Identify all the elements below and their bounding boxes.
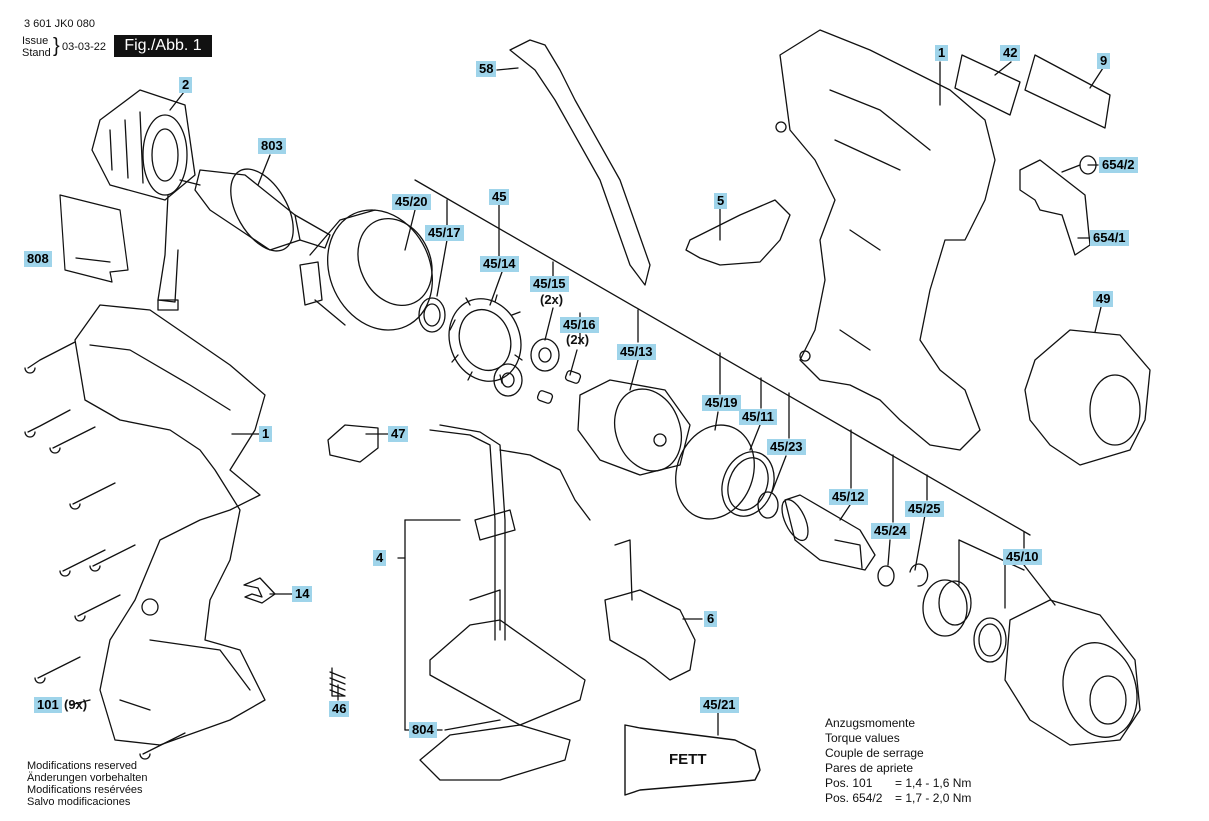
- collar-part-49: [1024, 329, 1151, 466]
- callout-49[interactable]: 49: [1093, 291, 1114, 307]
- torque-value: = 1,4 - 1,6 Nm: [895, 776, 972, 790]
- issue-label: Issue: [22, 35, 49, 47]
- callout-1-left[interactable]: 1: [259, 426, 273, 442]
- modifications-notes: Modifications reserved Änderungen vorbeh…: [27, 760, 147, 808]
- callout-808[interactable]: 808: [24, 251, 52, 267]
- callout-45-24[interactable]: 45/24: [871, 523, 910, 539]
- note-line: Modifications resérvées: [27, 784, 143, 796]
- note-line: Modifications reserved: [27, 760, 138, 772]
- rotor-part-803: [179, 168, 331, 252]
- callout-45-21[interactable]: 45/23: [767, 439, 806, 455]
- callout-45-16[interactable]: 45/16: [560, 317, 599, 333]
- callout-654-1[interactable]: 654/1: [1090, 230, 1129, 246]
- qty-45-16: (2x): [566, 332, 590, 347]
- callout-803[interactable]: 803: [258, 138, 286, 154]
- callout-58[interactable]: 58: [476, 61, 497, 77]
- note-line: Änderungen vorbehalten: [27, 772, 148, 784]
- screw-group-101: [24, 341, 186, 760]
- torque-heading: Couple de serrage: [825, 746, 924, 760]
- callout-45-23[interactable]: 45/21: [700, 697, 739, 713]
- callout-2[interactable]: 2: [179, 77, 193, 93]
- gear-housing-45-20: [299, 209, 433, 331]
- housing-right-1: [775, 29, 996, 451]
- callout-46[interactable]: 46: [329, 701, 350, 717]
- note-line: Salvo modificaciones: [27, 796, 131, 808]
- callout-45-11[interactable]: 45/11: [739, 409, 777, 425]
- torque-values: Anzugsmomente Torque values Couple de se…: [825, 716, 971, 806]
- torque-heading: Torque values: [825, 731, 900, 745]
- callout-45[interactable]: 45: [489, 189, 510, 205]
- callout-9[interactable]: 9: [1097, 53, 1111, 69]
- label-sheet-808: [59, 194, 129, 283]
- planet-carrier-45-13: [577, 379, 691, 476]
- callout-45-17[interactable]: 45/17: [425, 225, 464, 241]
- callout-45-12[interactable]: 45/12: [829, 489, 868, 505]
- torque-row: Pos. 654/2 = 1,7 - 2,0 Nm: [825, 791, 971, 806]
- torque-heading: Pares de apriete: [825, 761, 914, 775]
- ring-gear-45-14: [448, 294, 523, 384]
- callout-654-2[interactable]: 654/2: [1099, 157, 1138, 173]
- torque-pos: Pos. 654/2: [825, 791, 883, 805]
- callout-42[interactable]: 42: [1000, 45, 1021, 61]
- torque-row: Pos. 101 = 1,4 - 1,6 Nm: [825, 776, 971, 791]
- callout-45-14[interactable]: 45/14: [480, 256, 519, 272]
- document-number: 3 601 JK0 080: [24, 18, 95, 30]
- electronics-part-4: [429, 424, 591, 726]
- callout-45-20[interactable]: 45/20: [392, 194, 431, 210]
- issue-date: 03-03-22: [62, 41, 107, 53]
- brace-glyph: }: [53, 35, 60, 57]
- callout-4[interactable]: 4: [373, 550, 387, 566]
- callout-45-10[interactable]: 45/10: [1003, 549, 1042, 565]
- callout-5[interactable]: 5: [714, 193, 728, 209]
- grease-tube: [624, 724, 761, 796]
- callout-101[interactable]: 101: [34, 697, 62, 713]
- callout-47[interactable]: 47: [388, 426, 409, 442]
- callout-45-13[interactable]: 45/13: [617, 344, 656, 360]
- figure-label: Fig./Abb. 1: [114, 35, 212, 57]
- torque-pos: Pos. 101: [825, 776, 873, 790]
- strap-part-58: [509, 39, 651, 286]
- qty-101: (9x): [64, 697, 88, 712]
- callout-14[interactable]: 14: [292, 586, 313, 602]
- switch-part-5: [685, 199, 791, 266]
- stand-label: Stand: [22, 47, 51, 59]
- callout-45-15[interactable]: 45/15: [530, 276, 569, 292]
- torque-value: = 1,7 - 2,0 Nm: [895, 791, 972, 805]
- spindle-45-12: [781, 494, 876, 571]
- qty-45-15: (2x): [540, 292, 564, 307]
- callout-45-19[interactable]: 45/19: [702, 395, 741, 411]
- callout-6[interactable]: 6: [704, 611, 718, 627]
- callout-45-25[interactable]: 45/25: [905, 501, 944, 517]
- callout-804[interactable]: 804: [409, 722, 437, 738]
- grease-label: FETT: [669, 751, 707, 768]
- torque-heading: Anzugsmomente: [825, 716, 916, 730]
- stator-part-2: [91, 89, 196, 311]
- housing-left-1: [74, 304, 266, 746]
- callout-1-right[interactable]: 1: [935, 45, 949, 61]
- nose-cap-45-10: [1004, 599, 1141, 746]
